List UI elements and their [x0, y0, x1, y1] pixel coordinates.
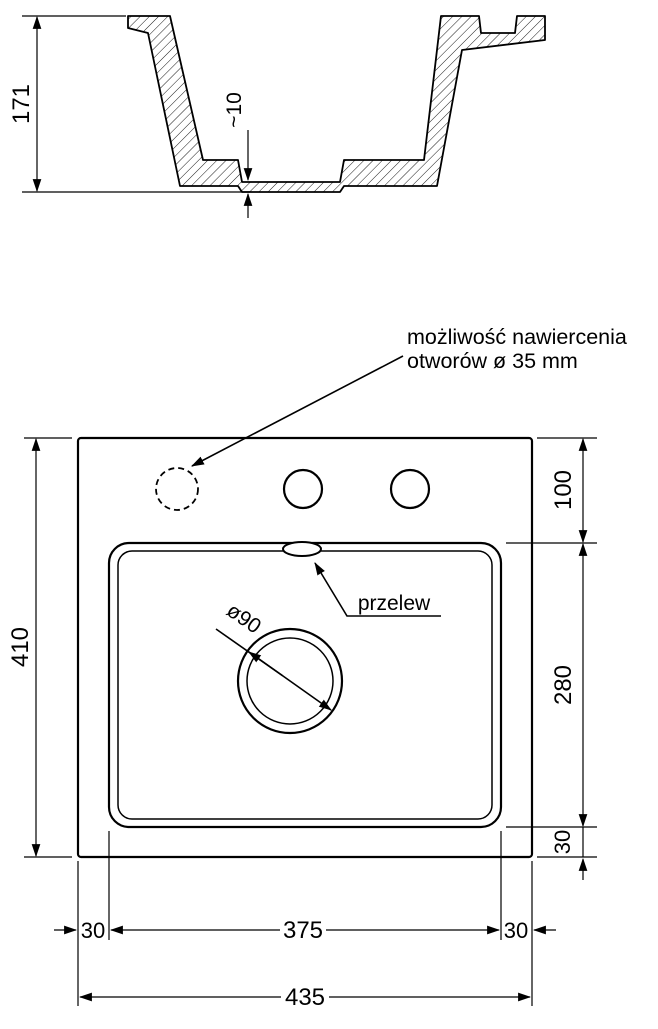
overflow-slot	[282, 541, 322, 557]
basin-inner-edge	[117, 550, 493, 820]
dim-bottom-chain: 30 375 30 435	[54, 831, 556, 1011]
faucet-hole-optional-dashed	[155, 467, 199, 511]
sink-cross-section	[127, 15, 546, 193]
overflow-arrow	[314, 562, 441, 617]
dim-section-height: 171	[8, 15, 250, 193]
drain-diameter-arrow-lower	[282, 675, 332, 711]
basin-length-label: 280	[550, 665, 577, 705]
faucet-hole-center	[282, 468, 324, 510]
basin-width-label: 375	[283, 917, 323, 944]
right-margin-label: 30	[504, 918, 528, 943]
basin-to-edge-label: 30	[550, 830, 575, 854]
dim-right-chain: 100 280 30	[506, 437, 597, 880]
rim-to-basin-label: 100	[550, 470, 577, 510]
overflow-callout: przelew	[314, 562, 441, 617]
bottom-thickness-label: ~10	[223, 92, 246, 128]
section-height-label: 171	[8, 84, 35, 124]
left-margin-label: 30	[81, 918, 105, 943]
sink-outline	[76, 436, 534, 859]
total-width-label: 435	[285, 984, 325, 1011]
drain-diameter-label: ø90	[222, 599, 265, 639]
drain-inner-circle	[246, 637, 334, 725]
faucet-hole-right	[389, 468, 431, 510]
drain-diameter-callout: ø90	[215, 599, 332, 711]
basin-outer-edge	[107, 541, 503, 829]
drill-note-arrow	[191, 355, 404, 467]
section-view: 171 ~10	[8, 15, 546, 218]
drill-note-line1: możliwość nawiercenia	[407, 325, 627, 349]
drain-outer-circle	[236, 627, 344, 735]
overflow-label: przelew	[358, 592, 431, 615]
drill-note: możliwość nawiercenia otworów ø 35 mm	[191, 325, 627, 467]
dim-bottom-thickness: ~10	[223, 92, 253, 218]
drill-note-line2: otworów ø 35 mm	[407, 349, 578, 373]
total-height-label: 410	[7, 627, 34, 667]
plan-view: ø90 przelew	[76, 436, 534, 859]
dim-total-height: 410	[7, 437, 72, 858]
drain-diameter-arrow-upper	[248, 651, 284, 677]
